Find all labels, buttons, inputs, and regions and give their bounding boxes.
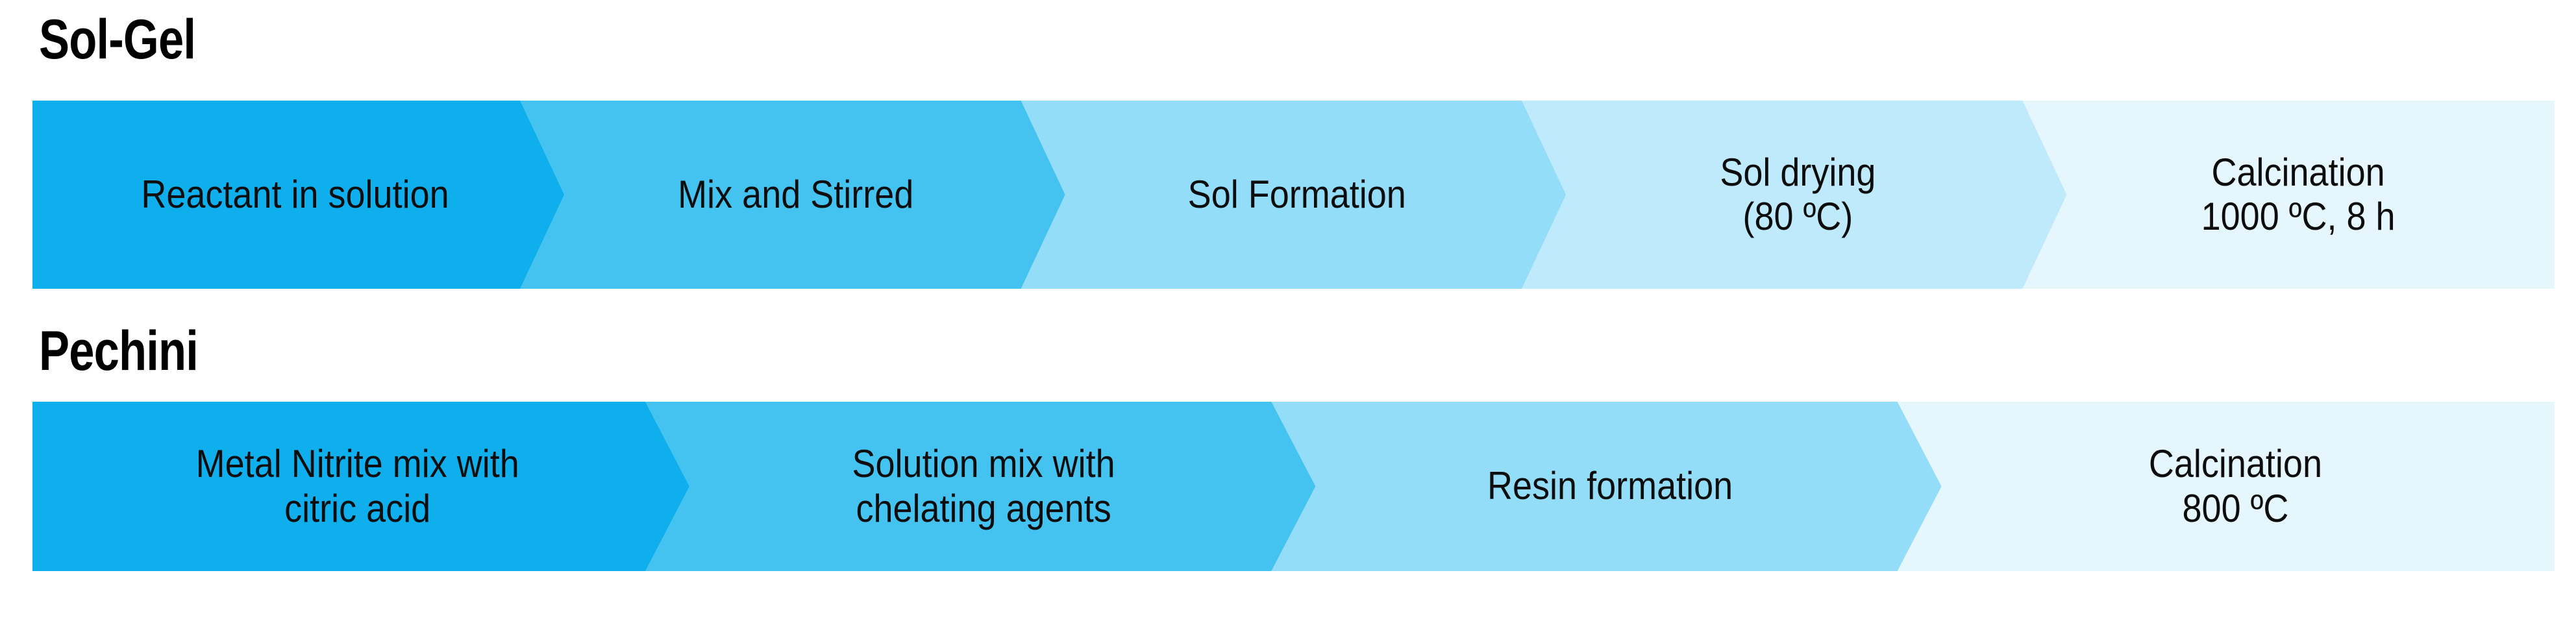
process-step-label: Reactant in solution <box>141 172 449 216</box>
process-step-sol-drying[interactable]: Sol drying (80 ºC) <box>1522 101 2066 289</box>
process-step-resin-formation[interactable]: Resin formation <box>1272 402 1942 571</box>
section-title-pechini: Pechini <box>39 320 199 382</box>
process-step-reactant-in-solution[interactable]: Reactant in solution <box>32 101 564 289</box>
process-step-label: Resin formation <box>1487 464 1733 508</box>
process-step-label: Sol drying (80 ºC) <box>1719 150 1876 238</box>
process-step-label: Calcination 800 ºC <box>2149 442 2323 530</box>
process-step-calcination-800[interactable]: Calcination 800 ºC <box>1897 402 2555 571</box>
process-step-metal-nitrite-mix[interactable]: Metal Nitrite mix with citric acid <box>32 402 689 571</box>
process-flow-sol-gel: Reactant in solution Mix and Stirred Sol… <box>32 101 2555 289</box>
process-step-label: Mix and Stirred <box>678 172 914 216</box>
section-title-sol-gel: Sol-Gel <box>39 8 196 71</box>
process-flow-pechini: Metal Nitrite mix with citric acid Solut… <box>32 402 2555 571</box>
process-step-label: Metal Nitrite mix with citric acid <box>196 442 520 530</box>
process-step-mix-and-stirred[interactable]: Mix and Stirred <box>520 101 1065 289</box>
process-step-label: Calcination 1000 ºC, 8 h <box>2201 150 2396 238</box>
process-step-sol-formation[interactable]: Sol Formation <box>1021 101 1566 289</box>
process-step-label: Sol Formation <box>1187 172 1406 216</box>
process-step-calcination-1000[interactable]: Calcination 1000 ºC, 8 h <box>2022 101 2555 289</box>
process-step-solution-mix-chelating[interactable]: Solution mix with chelating agents <box>645 402 1315 571</box>
process-step-label: Solution mix with chelating agents <box>852 442 1115 530</box>
